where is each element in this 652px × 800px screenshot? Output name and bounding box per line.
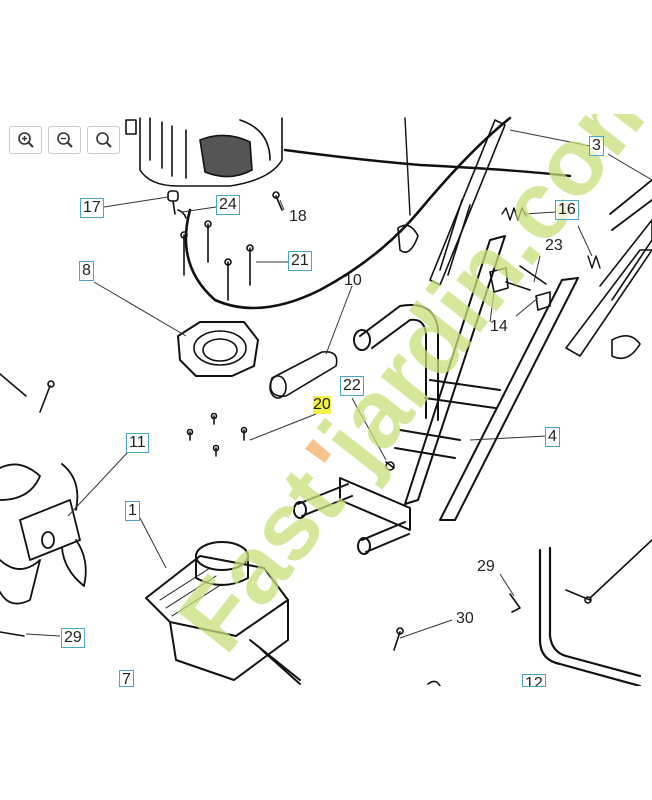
callout-30[interactable]: 30 [456, 610, 474, 627]
exploded-parts-diagram [0, 116, 652, 686]
callout-18[interactable]: 18 [289, 208, 307, 225]
engine-flange [177, 321, 259, 377]
callout-10[interactable]: 10 [344, 272, 362, 289]
throttle-cable [184, 116, 512, 310]
handle-frame [293, 235, 579, 555]
callout-12[interactable]: 12 [522, 674, 546, 687]
zoom-in-icon [17, 132, 34, 148]
callout-21[interactable]: 21 [288, 251, 312, 271]
zoom-in-button[interactable] [9, 126, 42, 154]
callout-8[interactable]: 8 [79, 261, 94, 281]
cable-2 [283, 148, 572, 178]
zoom-out-icon [56, 132, 73, 148]
engine-drawing [125, 117, 283, 187]
callout-16[interactable]: 16 [555, 200, 579, 220]
callout-1[interactable]: 1 [125, 501, 140, 521]
zoom-out-button[interactable] [48, 126, 81, 154]
tiller-tines [0, 463, 87, 605]
callout-22[interactable]: 22 [340, 376, 364, 396]
zoom-toolbar [9, 126, 120, 154]
callout-29-right[interactable]: 29 [477, 558, 495, 575]
callout-20[interactable]: 20 [313, 396, 331, 414]
callout-14[interactable]: 14 [490, 318, 508, 335]
callout-17[interactable]: 17 [80, 198, 104, 218]
gearbox [145, 541, 301, 685]
callout-29-left[interactable]: 29 [61, 628, 85, 648]
callout-3[interactable]: 3 [589, 136, 604, 156]
callout-4[interactable]: 4 [545, 427, 560, 447]
callout-7[interactable]: 7 [119, 670, 134, 687]
callout-11[interactable]: 11 [126, 433, 149, 453]
zoom-reset-button[interactable] [87, 126, 120, 154]
callout-23[interactable]: 23 [545, 237, 563, 254]
zoom-reset-icon [95, 132, 112, 148]
callout-leaders [25, 129, 652, 639]
callout-24[interactable]: 24 [216, 195, 240, 215]
